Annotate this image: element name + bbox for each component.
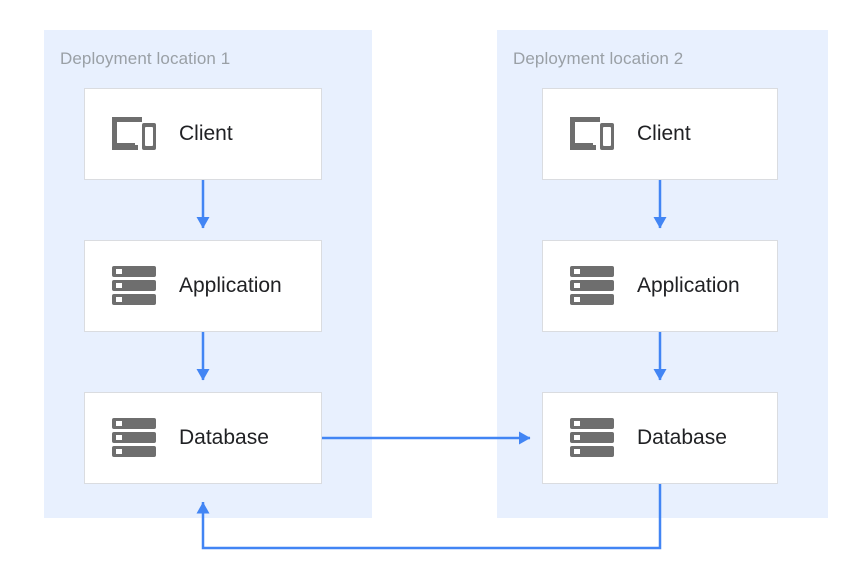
server-icon [565,415,619,461]
client-devices-icon [107,111,161,157]
node-application-2[interactable]: Application [542,240,778,332]
node-client-1[interactable]: Client [84,88,322,180]
node-database-1-label: Database [179,426,269,449]
client-devices-icon [565,111,619,157]
node-database-2-label: Database [637,426,727,449]
node-application-2-label: Application [637,274,740,297]
server-icon [565,263,619,309]
deployment-location-1-title: Deployment location 1 [60,49,231,68]
server-icon [107,415,161,461]
node-client-2-label: Client [637,122,691,145]
node-database-1[interactable]: Database [84,392,322,484]
deployment-location-2-title: Deployment location 2 [513,49,684,68]
server-icon [107,263,161,309]
node-application-1[interactable]: Application [84,240,322,332]
node-client-1-label: Client [179,122,233,145]
node-database-2[interactable]: Database [542,392,778,484]
node-application-1-label: Application [179,274,282,297]
node-client-2[interactable]: Client [542,88,778,180]
